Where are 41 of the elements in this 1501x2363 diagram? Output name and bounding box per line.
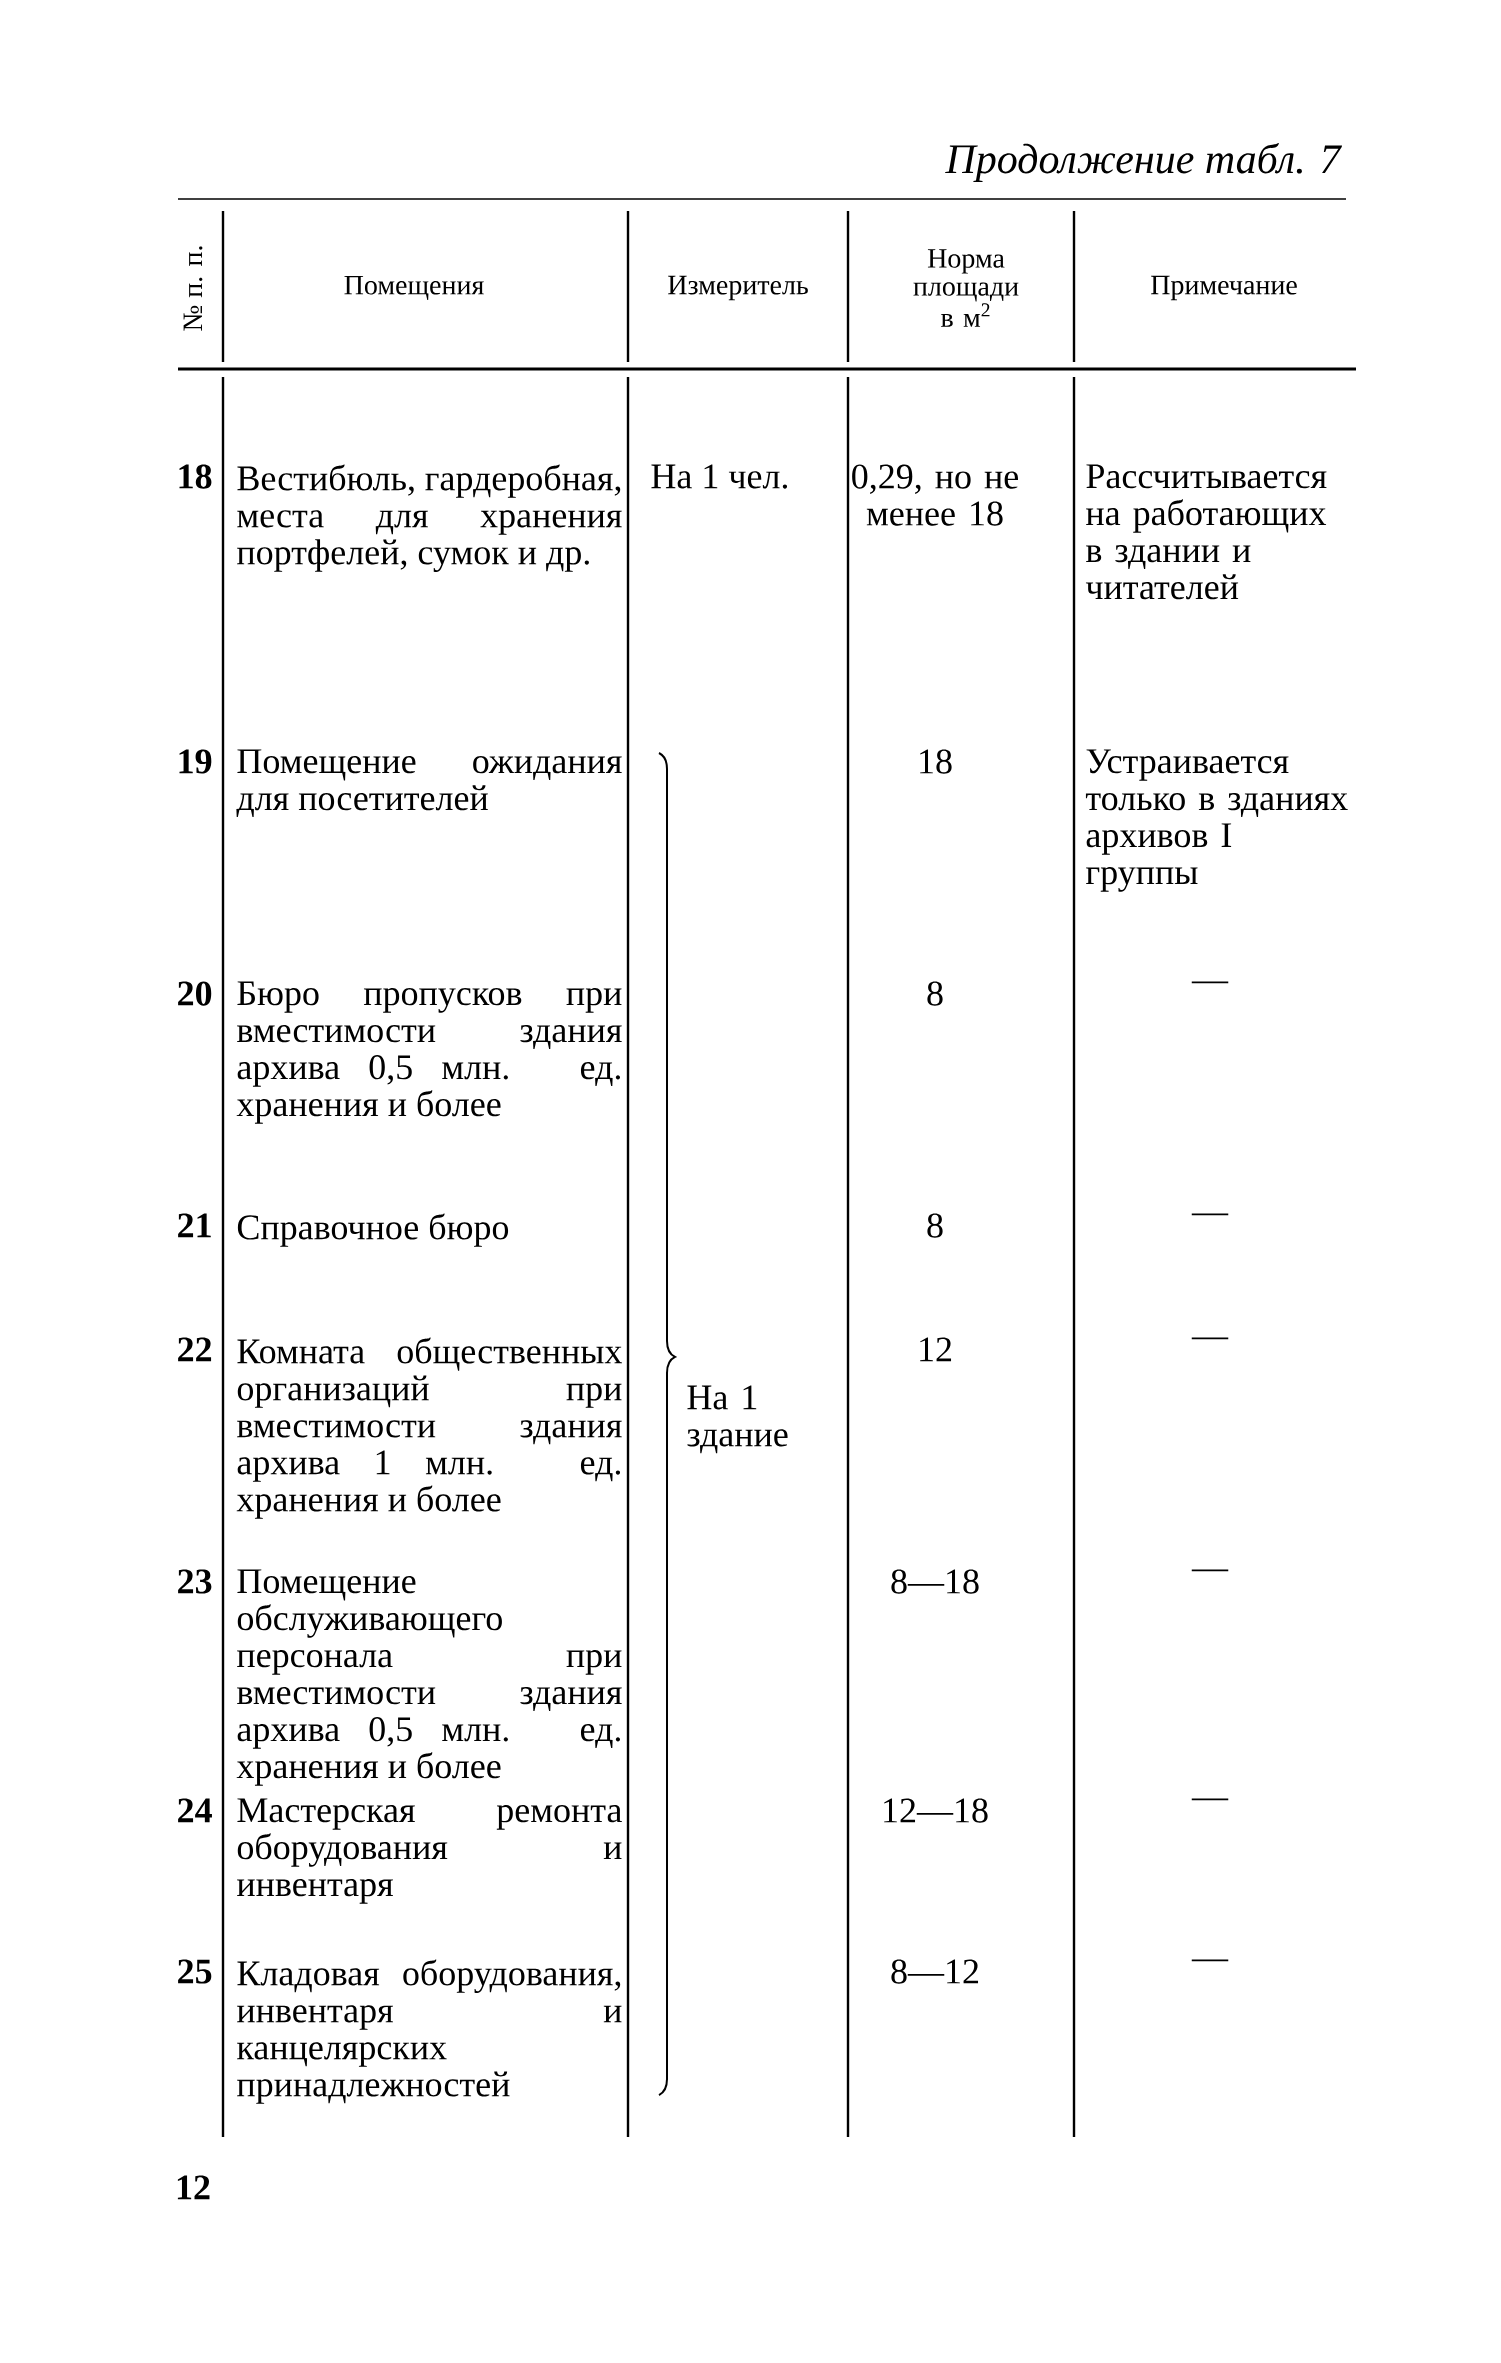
area-norm: 8—12 (891, 1959, 979, 1984)
row-number: 21 (178, 1213, 211, 1238)
row-number: 23 (178, 1569, 212, 1594)
room-name: Бюро пропусков при вместимости здания архива 0,5 млн. ед. хранения и более (236, 981, 622, 1124)
measure-unit: На 1 чел. (651, 464, 788, 489)
column-header: Помещения (344, 275, 484, 301)
room-name: Мастерская ремонта оборудования и инвентаря (237, 1798, 622, 1904)
dash: — (1191, 981, 1229, 984)
room-name: Кладовая оборудования, инвентаря и канцелярских принадлежностей (237, 1959, 622, 2104)
row-number: 25 (178, 1959, 212, 1984)
room-name: Комната общественных организаций при вместимости здания архива 1 млн. ед. хранения и более (236, 1337, 622, 1519)
area-norm: 0,29, но не менее 18 (852, 464, 1018, 526)
remark: Устраивается только в зданиях архивов I группы (1085, 749, 1348, 892)
area-norm: 12—18 (884, 1798, 988, 1823)
room-name: Помещение обслуживающего персонала при вместимости здания архива 0,5 млн. ед. хранения и более (236, 1569, 622, 1786)
area-norm: 12 (920, 1337, 952, 1362)
dash: — (1191, 1337, 1229, 1340)
dash: — (1191, 1798, 1229, 1801)
area-norm: 18 (920, 749, 952, 774)
column-header: Норма площади в м$^{2}$ (913, 249, 1019, 327)
room-name: Справочное бюро (237, 1213, 509, 1247)
measure-unit: На 1 здание (687, 1385, 788, 1454)
area-norm: 8 (927, 1213, 943, 1238)
row-number: 24 (178, 1798, 212, 1823)
dash: — (1191, 1959, 1229, 1962)
room-name: Помещение ожидания для посетителей (236, 749, 622, 817)
row-number: 22 (178, 1337, 212, 1362)
row-number: 20 (178, 981, 212, 1006)
dash: — (1191, 1569, 1229, 1572)
column-header: Измеритель (668, 275, 808, 301)
column-header: № п. п. (183, 246, 203, 331)
remark: Рассчитывается на работающих в здании и читателей (1085, 464, 1327, 600)
dash: — (1191, 1213, 1229, 1216)
page-number: 12 (177, 2175, 210, 2200)
room-name: Вестибюль, гардеробная, места для хранения портфелей, сумок и др. (237, 464, 622, 572)
row-number: 18 (179, 464, 212, 489)
title: Продолжение табл. 7 (945, 142, 1342, 182)
area-norm: 8 (927, 981, 943, 1006)
column-header: Примечание (1151, 275, 1297, 301)
row-number: 19 (179, 749, 212, 774)
area-norm: 8—18 (891, 1569, 979, 1594)
